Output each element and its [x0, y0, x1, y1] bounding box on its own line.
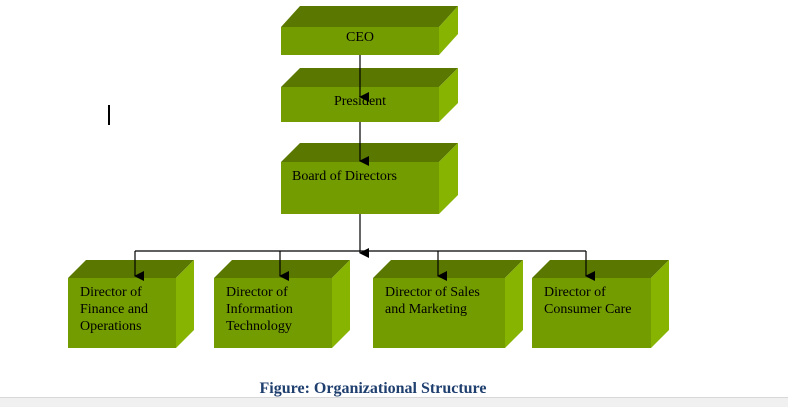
node-text-line: Finance and: [80, 302, 149, 317]
node-text-line: Director of: [80, 285, 142, 300]
box-front-face: [373, 278, 505, 348]
node-text-line: Consumer Care: [544, 302, 632, 317]
node-consumer: Director of Consumer Care: [544, 284, 631, 318]
box-consumer: [532, 260, 669, 348]
box-front-face: [281, 27, 439, 55]
node-text-line: Information: [226, 302, 293, 317]
box-top-face: [281, 6, 458, 27]
node-sales: Director of Sales and Marketing: [385, 284, 480, 318]
box-front-face: [532, 278, 651, 348]
text-cursor: [108, 105, 110, 125]
connectors: [134, 55, 595, 281]
node-ceo: CEO: [346, 30, 374, 45]
node-board: Board of Directors: [292, 169, 397, 184]
box-front-face: [281, 87, 439, 122]
node-it: Director of Information Technology: [226, 284, 293, 335]
horizontal-scrollbar[interactable]: [0, 397, 788, 407]
box-side-face: [439, 6, 458, 55]
box-top-face: [373, 260, 523, 278]
box-front-face: [214, 278, 332, 348]
node-text-line: Director of Sales: [385, 285, 480, 300]
box-top-face: [281, 143, 458, 162]
box-front-face: [68, 278, 176, 348]
box-finance: [68, 260, 194, 348]
box-side-face: [439, 68, 458, 122]
box-ceo: [281, 6, 458, 55]
box-top-face: [214, 260, 350, 278]
box-it: [214, 260, 350, 348]
box-board: [281, 143, 458, 214]
node-text-line: Director of: [226, 285, 288, 300]
box-side-face: [651, 260, 669, 348]
box-side-face: [439, 143, 458, 214]
node-finance: Director of Finance and Operations: [80, 284, 148, 335]
box-side-face: [505, 260, 523, 348]
figure-caption: Figure: Organizational Structure: [259, 380, 487, 397]
box-president: [281, 68, 458, 122]
node-text-line: and Marketing: [385, 302, 468, 317]
box-top-face: [68, 260, 194, 278]
box-top-face: [532, 260, 669, 278]
node-text-line: Director of: [544, 285, 606, 300]
node-president: President: [333, 94, 387, 109]
box-top-face: [281, 68, 458, 87]
box-front-face: [281, 162, 439, 214]
node-text-line: Operations: [80, 319, 142, 334]
box-sales: [373, 260, 523, 348]
box-side-face: [332, 260, 350, 348]
box-side-face: [176, 260, 194, 348]
node-text-line: Technology: [226, 319, 292, 334]
